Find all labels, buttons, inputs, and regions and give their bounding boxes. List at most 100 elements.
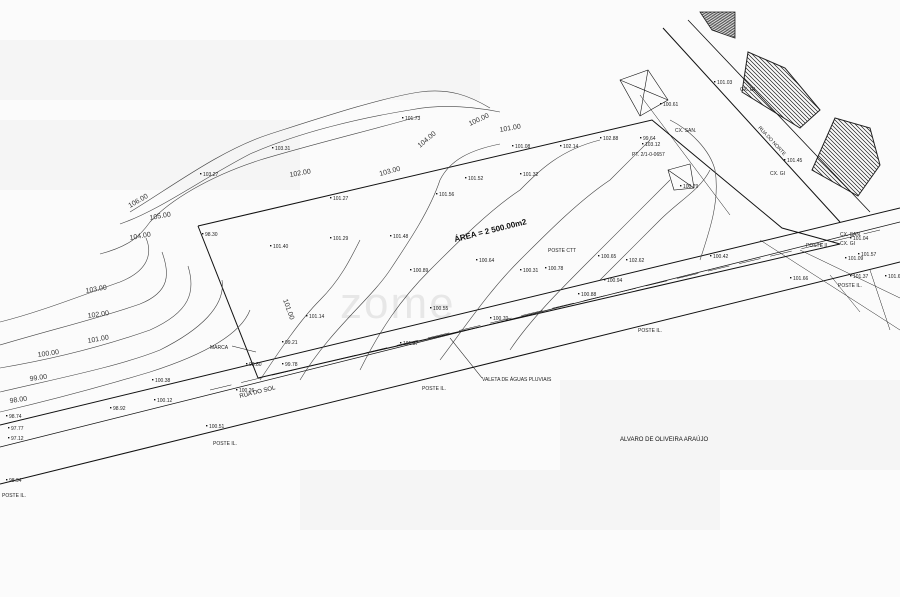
contour-elevation-label: 101.00: [281, 298, 295, 321]
hatch-line: [700, 12, 735, 38]
spot-height-label: 100.51: [209, 424, 225, 430]
spot-height-point: [858, 253, 860, 255]
spot-height-label: 101.57: [861, 252, 877, 258]
watermark-logo: zome: [340, 279, 456, 328]
spot-height-label: 101.73: [405, 116, 421, 122]
cx-gi-label-1: CX. GI: [740, 87, 755, 93]
poste-label-1: POSTE IL.: [2, 493, 26, 499]
hatch-line: [885, 110, 900, 210]
spot-height-point: [850, 275, 852, 277]
hatch-line: [722, 12, 735, 38]
hatch-line: [868, 118, 880, 196]
hatch-line: [700, 12, 735, 38]
hatch-line: [816, 118, 880, 196]
spot-height-label: 98.80: [249, 362, 262, 368]
contour-elevation-label: 100.00: [37, 349, 59, 359]
pt-label: PT. 2/1-0-0657: [632, 152, 665, 158]
marker-leader-line: [231, 345, 257, 353]
hatch-line: [700, 12, 735, 38]
hatch-line: [805, 52, 820, 128]
spot-height-point: [520, 269, 522, 271]
hatch-line: [809, 52, 820, 128]
spot-height-point: [714, 81, 716, 83]
spot-height-point: [152, 379, 154, 381]
spot-height-point: [236, 389, 238, 391]
spot-height-point: [390, 235, 392, 237]
spot-height-label: 100.61: [663, 102, 679, 108]
hatch-line: [742, 52, 779, 128]
spot-height-label: 100.55: [433, 306, 449, 312]
spot-height-point: [6, 415, 8, 417]
hatch-line: [700, 12, 735, 38]
contour-elevation-label: 104.00: [129, 231, 151, 242]
spot-height-point: [790, 277, 792, 279]
hatch-line: [749, 52, 820, 128]
hatch-line: [812, 118, 830, 196]
spot-height-point: [642, 143, 644, 145]
hatch-line: [812, 118, 874, 196]
spot-height-point: [430, 307, 432, 309]
hatch-line: [702, 12, 735, 38]
hatch-line: [700, 12, 735, 38]
hatch-line: [840, 118, 880, 196]
hatch-line: [742, 52, 751, 128]
hatch-line: [742, 52, 787, 128]
hatch-line: [812, 118, 822, 196]
spot-height-point: [512, 145, 514, 147]
contour-elevation-label: 104.00: [417, 130, 438, 149]
spot-height-point: [640, 137, 642, 139]
spot-height-label: 98.30: [205, 232, 218, 238]
spot-height-point: [660, 103, 662, 105]
gutter-leader-line: [449, 337, 483, 379]
spot-height-label: 101.40: [273, 244, 289, 250]
hatch-line: [812, 118, 880, 196]
spot-height-point: [246, 363, 248, 365]
hatch-line: [742, 52, 783, 128]
hatch-line: [824, 118, 880, 196]
spot-height-point: [578, 293, 580, 295]
hatch-line: [812, 118, 880, 196]
spot-height-label: 102.14: [563, 144, 579, 150]
spot-height-point: [710, 255, 712, 257]
spot-height-point: [282, 341, 284, 343]
spot-height-label: 101.27: [333, 196, 349, 202]
poste-ctt-label: POSTE CTT: [548, 248, 576, 254]
spot-height-point: [8, 427, 10, 429]
spot-height-point: [560, 145, 562, 147]
spot-height-point: [465, 177, 467, 179]
hatch-line: [700, 12, 708, 38]
contour-elevation-label: 102.00: [289, 168, 311, 179]
poste-label-2: POSTE IL.: [213, 441, 237, 447]
building-hatch: [699, 11, 900, 210]
hatch-line: [757, 52, 820, 128]
contour-elevation-label: 100.00: [468, 112, 490, 127]
hatch-line: [777, 52, 820, 128]
contour-elevation-label: 105.00: [149, 211, 171, 222]
spot-height-point: [402, 117, 404, 119]
hatch-line: [710, 12, 735, 38]
neighbor-owner-label: ALVARO DE OLIVEIRA ARAÚJO: [620, 436, 708, 443]
hatch-line: [832, 118, 880, 196]
hatch-line: [742, 52, 743, 128]
hatch-line: [700, 12, 735, 38]
spot-height-point: [436, 193, 438, 195]
spot-height-label: 100.78: [548, 266, 564, 272]
hatch-line: [700, 12, 732, 38]
gutter-label: VALETA DE ÁGUAS PLUVIAIS: [482, 376, 552, 383]
hatch-line: [700, 12, 735, 38]
contour-elevation-label: 103.00: [85, 284, 107, 295]
spot-height-point: [626, 259, 628, 261]
spot-height-label: 101.04: [853, 236, 869, 242]
poste-label-5: POSTE IL.: [806, 243, 830, 249]
spot-height-label: 100.64: [479, 258, 495, 264]
hatch-line: [718, 12, 735, 38]
hatch-line: [769, 52, 820, 128]
contour-elevation-label: 106.00: [128, 193, 150, 210]
spot-height-point: [545, 267, 547, 269]
poste-label-4: POSTE IL.: [638, 328, 662, 334]
hatch-line: [700, 12, 735, 38]
spot-height-point: [202, 233, 204, 235]
spot-height-point: [282, 363, 284, 365]
spot-height-label: 101.14: [309, 314, 325, 320]
spot-height-label: 100.12: [157, 398, 173, 404]
